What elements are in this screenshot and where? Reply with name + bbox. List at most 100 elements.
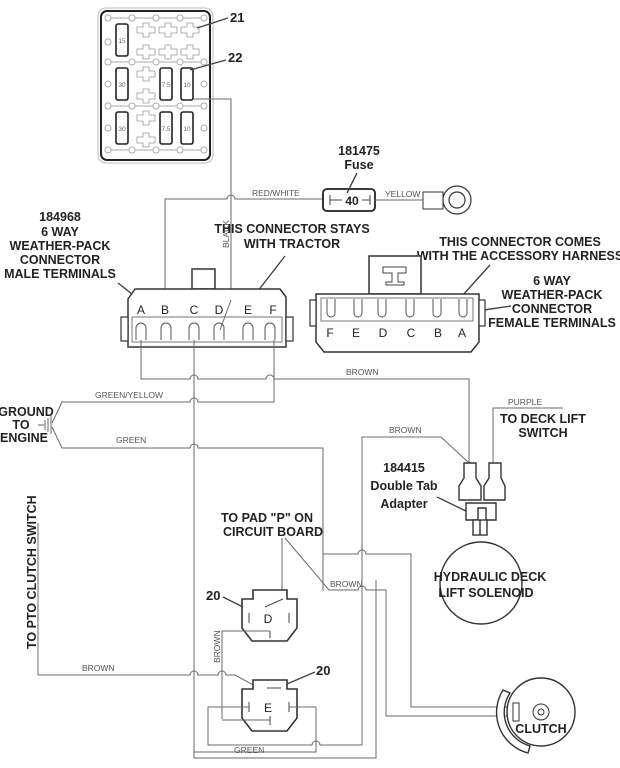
fuse-rating: 30 [118,82,126,89]
relay-e: E [241,679,298,732]
inline-fuse: 40 [322,188,376,212]
leader-line [286,671,316,685]
pto-switch-label: TO PTO CLUTCH SWITCH [25,495,39,649]
clutch-icon [495,677,576,754]
hydraulic-solenoid [439,541,523,625]
ring-terminal-icon [422,185,472,215]
red-white-wire [164,194,323,331]
leader-line [222,596,244,608]
brown-adapter-wire [361,436,470,580]
fuse-rating: 15 [118,38,126,45]
fuse-rating-label: 40 [345,194,359,208]
ground-label: ENGINE [0,431,48,445]
leader-line [461,264,491,297]
leader-line [346,172,358,194]
pin-label: F [326,326,333,340]
pin-label: C [190,303,199,317]
wire-label-black: BLACK [221,220,231,248]
pin-label: E [352,326,360,340]
fuse-rating: 10 [183,126,191,133]
clutch-label: CLUTCH [515,722,566,736]
deck-lift-switch-label: TO DECK LIFT [500,412,586,426]
double-tab-adapter-icon [458,462,506,536]
callout-21: 21 [230,10,244,25]
ground-icon [38,416,52,434]
wire-label-brown-adapter: BROWN [389,425,422,435]
wire-label-red-white: RED/WHITE [252,188,300,198]
solenoid-label: LIFT SOLENOID [438,586,533,600]
connector-note: THIS CONNECTOR COMES [439,235,601,249]
callout-22: 22 [228,50,242,65]
fuse-slot [180,111,194,145]
fuse-slot [159,111,173,145]
connector-note: WITH THE ACCESSORY HARNESS [417,249,620,263]
ground-label: GROUND [0,405,54,419]
pin-label: D [379,326,388,340]
pin-label: A [137,303,145,317]
relay-e-loop-wire [207,580,363,746]
black-wire [193,98,232,331]
wire-label-green-bottom: GREEN [234,745,264,755]
pin-label: B [161,303,169,317]
fuse-slot [115,23,129,57]
adapter-part-number: 184415 [383,461,425,475]
female-connector-label: WEATHER-PACK [502,288,603,302]
fuse-slot [159,67,173,101]
pin-label: F [269,303,276,317]
adapter-label: Double Tab [370,479,437,493]
wire-label-yellow: YELLOW [385,189,420,199]
fuse-slot [115,111,129,145]
relay-d: D [241,589,298,642]
leader-line [189,59,227,71]
purple-wire [492,407,563,463]
female-connector-label: 6 WAY [533,274,571,288]
green-yellow-wire [51,340,275,424]
female-connector-label: CONNECTOR [512,302,592,316]
brown-pto-wire [37,523,269,694]
pin-label: D [215,303,224,317]
circuit-board-label: CIRCUIT BOARD [223,525,323,539]
wire-label-purple: PURPLE [508,397,542,407]
fuse-block: 15 30 7.5 10 30 7.5 10 [97,7,214,164]
deck-lift-switch-label: SWITCH [518,426,567,440]
fuse-slot [115,67,129,101]
pin-label: C [407,326,416,340]
fuse-rating: 10 [183,82,191,89]
relay-callout: 20 [316,663,330,678]
relay-e-right-wire [194,706,317,753]
female-connector: F E D C B A [309,255,486,353]
pin-label: E [244,303,252,317]
male-connector-part-number: 184968 [39,210,81,224]
ground-label: TO [12,418,29,432]
wire-label-brown: BROWN [346,367,379,377]
wire-label-green: GREEN [116,435,146,445]
green-solenoid-wire [323,549,516,708]
male-connector-label: CONNECTOR [20,253,100,267]
relay-letter: D [264,612,273,626]
male-connector-label: MALE TERMINALS [4,267,116,281]
leader-line [196,17,229,29]
fuse-rating: 7.5 [161,82,170,89]
solenoid-label: HYDRAULIC DECK [434,570,547,584]
brown-clutch-wire [284,537,516,717]
female-connector-label: FEMALE TERMINALS [488,316,616,330]
fuse-label: Fuse [344,158,373,172]
fuse-part-number: 181475 [338,144,380,158]
black-wire-lead [219,299,232,331]
pin-label: B [434,326,442,340]
fuse-slot [180,67,194,101]
wire-label-brown-mid: BROWN [330,579,363,589]
circuit-board-label: TO PAD "P" ON [221,511,313,525]
male-connector: A B C D E F [120,268,294,348]
wire-label-brown-vertical: BROWN [212,630,222,663]
fuse-rating: 7.5 [161,126,170,133]
leader-line [436,496,471,514]
relay-letter: E [264,701,272,715]
main-trunk-wire [193,340,377,759]
fuse-rating: 30 [118,126,126,133]
male-connector-label: WEATHER-PACK [10,239,111,253]
relay-callout: 20 [206,588,220,603]
connector-note: WITH TRACTOR [244,237,340,251]
wire-label-green-yellow: GREEN/YELLOW [95,390,163,400]
